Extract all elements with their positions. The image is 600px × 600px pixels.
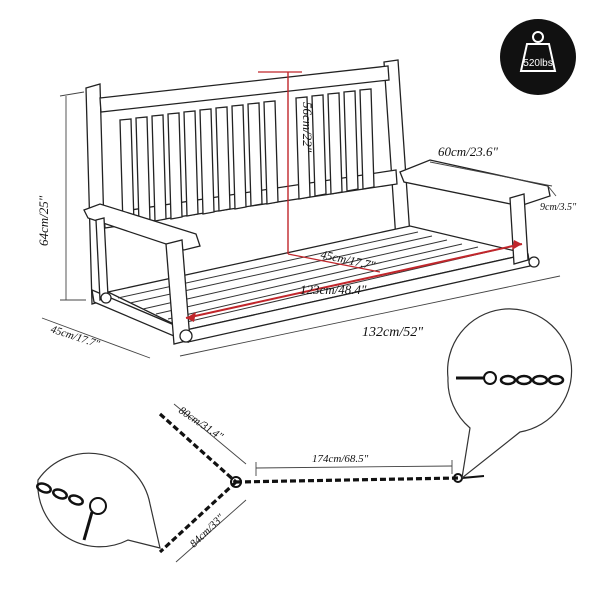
hanging-chain-illustration <box>158 403 485 563</box>
seat-depth-line <box>287 253 381 273</box>
weight-capacity-badge: 520lbs <box>500 19 576 95</box>
right-back-post <box>383 59 411 241</box>
chain-span <box>235 476 459 484</box>
side-depth-line <box>41 317 151 359</box>
dimension-lines <box>41 71 561 359</box>
upper-chain-arm <box>158 412 238 484</box>
seat-width-label: 123cm/48.4" <box>300 282 367 297</box>
top-rail <box>99 65 390 113</box>
weight-label: 520lbs <box>523 58 552 69</box>
lower-chain-arm <box>158 480 238 554</box>
right-zoom-bubble <box>446 308 573 480</box>
span-length-label: 174cm/68.5" <box>312 453 369 465</box>
total-width-line <box>179 275 561 357</box>
left-armrest <box>83 203 201 251</box>
eye-bolt-left-back <box>100 292 112 304</box>
total-height-label: 64cm/25" <box>36 195 51 246</box>
lower-chain-length-label: 84cm/33" <box>188 512 227 550</box>
eye-bolt-right-front <box>528 256 540 268</box>
bench-illustration <box>83 59 551 345</box>
weight-icon <box>519 31 557 72</box>
eye-screw-icon <box>456 371 497 385</box>
right-armrest <box>399 159 551 207</box>
eye-bolt-icon <box>82 497 107 541</box>
armrest-length-line <box>429 161 553 187</box>
badge-circle <box>500 19 576 95</box>
span-dimension-line <box>255 465 453 469</box>
eye-bolt-left-front <box>179 329 193 343</box>
back-slats <box>119 88 375 227</box>
seat-back-height-label: 56cm/22" <box>300 102 315 153</box>
armrest-length-label: 60cm/23.6" <box>438 144 499 159</box>
armrest-width-label: 9cm/3.5" <box>540 202 577 213</box>
upper-chain-length-label: 80cm/31.4" <box>176 405 225 444</box>
seat-width-line <box>185 243 523 319</box>
side-depth-label: 45cm/17.7" <box>49 323 101 350</box>
total-width-label: 132cm/52" <box>362 325 423 340</box>
left-zoom-bubble <box>36 452 161 549</box>
